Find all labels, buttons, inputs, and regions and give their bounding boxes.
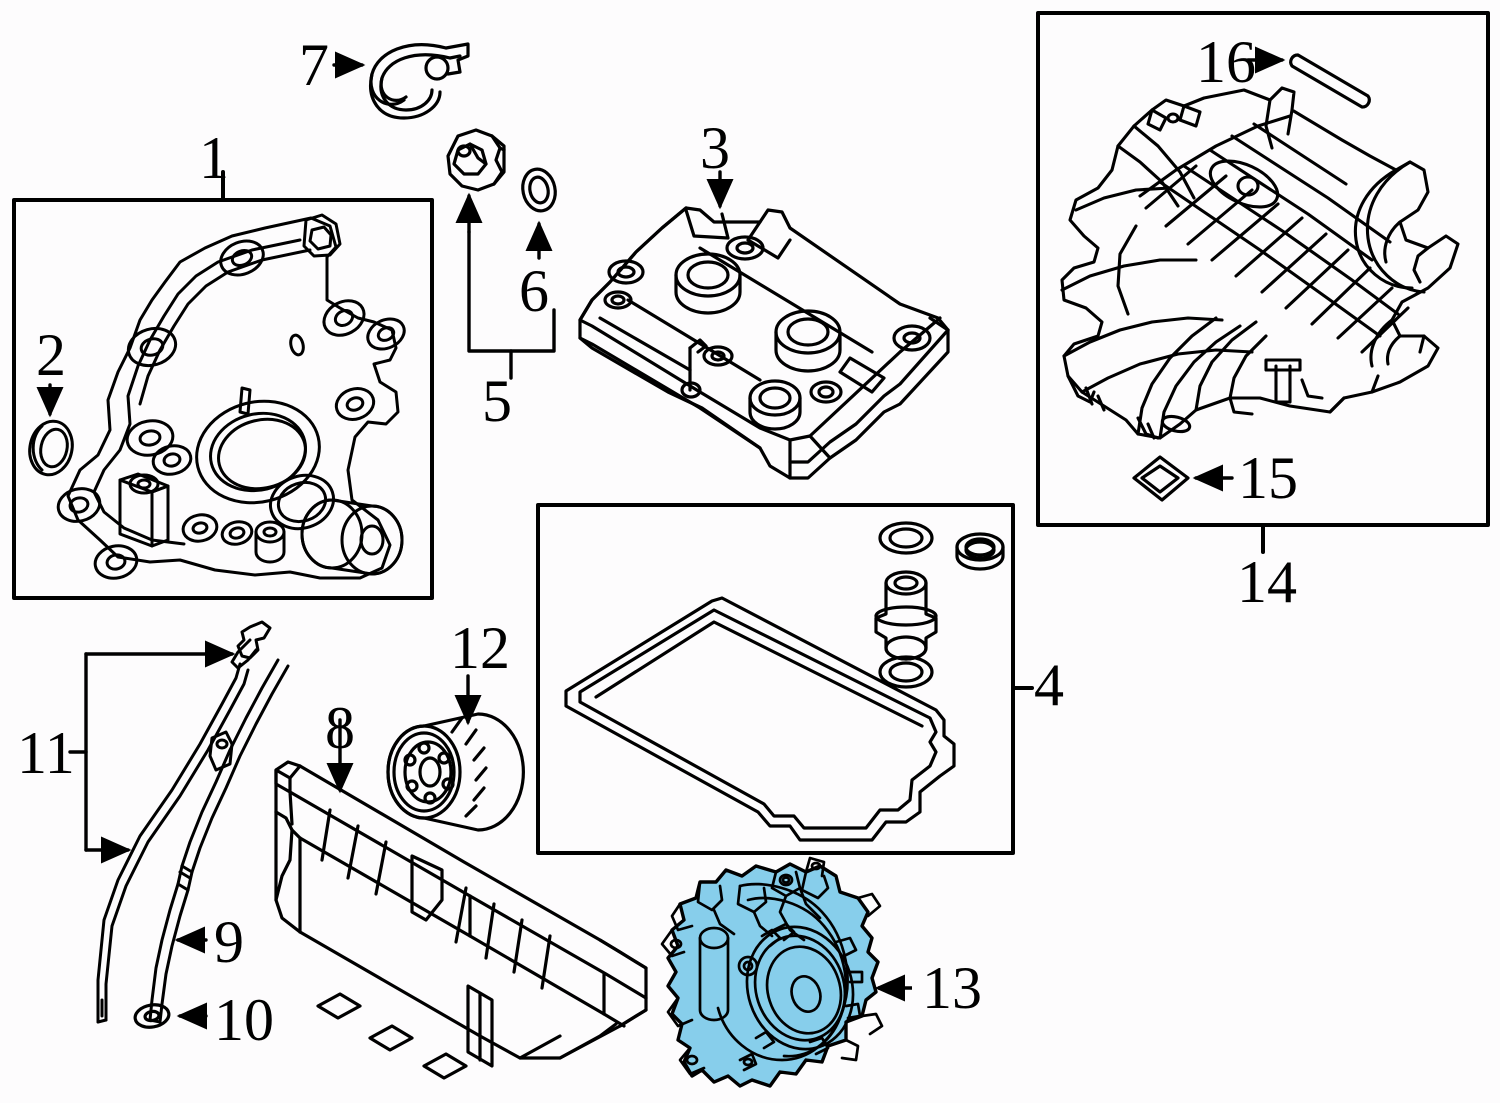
intake-manifold-part — [1060, 86, 1460, 440]
valve-cover-gasket-part — [564, 596, 956, 842]
callout-5-6-bracket — [455, 192, 556, 380]
valve-cover-part — [578, 206, 950, 480]
callout-label-2: 2 — [36, 322, 66, 388]
dipstick-part — [96, 620, 272, 1024]
callout-label-9: 9 — [214, 909, 244, 975]
gasket-kit-small-parts — [874, 521, 1005, 689]
oil-pan-part — [274, 760, 648, 1080]
callout-label-7: 7 — [299, 32, 329, 98]
callout-label-8: 8 — [325, 695, 355, 761]
callout-11-bracket — [68, 640, 236, 864]
oil-filler-cap-seal-part — [521, 167, 557, 213]
callout-label-11: 11 — [17, 720, 75, 786]
intake-manifold-gasket-part — [1132, 455, 1190, 502]
oil-pump-part — [660, 856, 884, 1088]
oil-filter-part — [386, 712, 525, 832]
callout-label-16: 16 — [1196, 29, 1256, 95]
oil-filler-cap-part — [446, 128, 506, 192]
timing-cover-assembly — [56, 213, 406, 580]
callout-label-13: 13 — [922, 955, 982, 1021]
group-box-4 — [536, 503, 1034, 855]
bolt-bosses — [56, 239, 406, 580]
callout-label-3: 3 — [700, 115, 730, 181]
intake-seal-strip-part — [1289, 53, 1371, 109]
dipstick-tube-seal-part — [133, 1003, 171, 1029]
callout-label-4: 4 — [1034, 652, 1064, 718]
callout-label-15: 15 — [1238, 445, 1298, 511]
callout-label-10: 10 — [214, 987, 274, 1053]
callout-label-6: 6 — [519, 258, 549, 324]
callout-label-14: 14 — [1237, 549, 1297, 615]
callout-label-1: 1 — [199, 125, 229, 191]
callout-label-5: 5 — [482, 368, 512, 434]
crankshaft-front-seal-part — [28, 419, 74, 477]
callout-label-12: 12 — [450, 615, 510, 681]
oil-filler-cap-tether-part — [369, 42, 470, 120]
